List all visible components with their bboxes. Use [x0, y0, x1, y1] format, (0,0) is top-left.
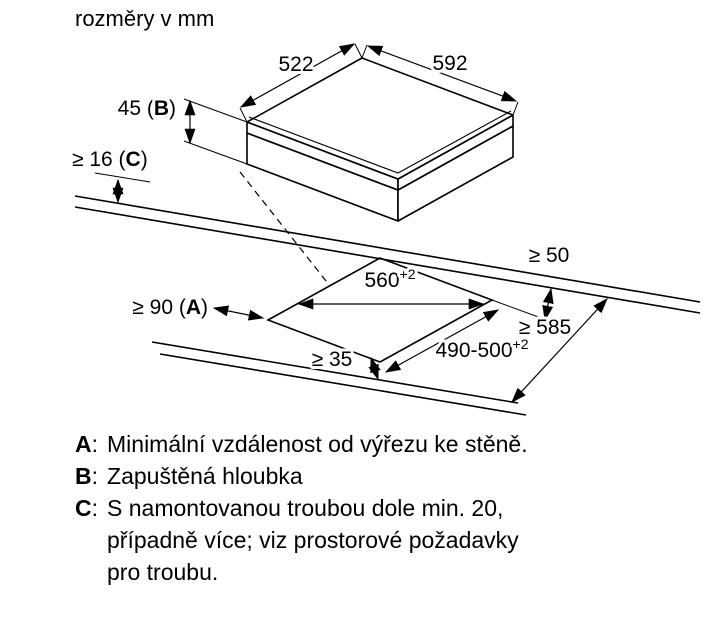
- legend-item-c: C: S namontovanou troubou dole min. 20, …: [75, 492, 528, 588]
- dim-560: 560+2: [297, 263, 485, 310]
- worktop-front-edge: [151, 341, 527, 416]
- legend-letter: A: [75, 431, 92, 457]
- dim-90-a: ≥ 90 (A): [129, 293, 265, 322]
- dim-585-label: ≥ 585: [519, 316, 571, 339]
- legend-colon: :: [91, 463, 99, 489]
- legend-text: případně více; viz prostorové požadavky: [107, 527, 519, 553]
- dim-585: ≥ 585: [511, 298, 608, 403]
- dim-592-label: 592: [432, 52, 467, 75]
- dim-45-b-label: 45 (B): [118, 97, 176, 120]
- legend-item-b: B: Zapuštěná hloubka: [75, 460, 528, 492]
- legend-colon: :: [91, 495, 99, 521]
- projection-dashed-line: [239, 171, 331, 287]
- dim-490-500-label: 490-500+2: [435, 336, 528, 362]
- legend-colon: :: [91, 431, 99, 457]
- dim-35: ≥ 35: [309, 345, 381, 381]
- dim-16-c: ≥ 16 (C): [69, 145, 151, 204]
- dim-560-label: 560+2: [364, 266, 415, 292]
- legend: A: Minimální vzdálenost od výřezu ke stě…: [75, 428, 528, 588]
- dim-45-b: 45 (B): [115, 94, 248, 165]
- legend-text: Minimální vzdálenost od výřezu ke stěně.: [107, 431, 528, 457]
- hob-outline: [246, 57, 514, 222]
- legend-letter: B: [75, 463, 92, 489]
- legend-text: S namontovanou troubou dole min. 20,: [107, 495, 504, 521]
- page-title: rozměry v mm: [75, 6, 215, 31]
- dim-16-c-label: ≥ 16 (C): [72, 148, 148, 171]
- dim-522-label: 522: [278, 53, 313, 76]
- dim-35-label: ≥ 35: [312, 348, 353, 371]
- dim-90-a-label: ≥ 90 (A): [132, 296, 208, 319]
- dim-50-label: ≥ 50: [529, 244, 570, 267]
- dim-50: ≥ 50: [526, 241, 572, 322]
- installation-diagram: 522 592 45 (B) ≥ 16 (C) ≥ 90 (A): [69, 43, 701, 416]
- legend-text: Zapuštěná hloubka: [107, 463, 303, 489]
- legend-item-a: A: Minimální vzdálenost od výřezu ke stě…: [75, 428, 528, 460]
- legend-letter: C: [75, 495, 92, 521]
- legend-text: pro troubu.: [107, 559, 219, 585]
- dim-592: 592: [361, 44, 519, 116]
- dim-522: 522: [239, 43, 363, 123]
